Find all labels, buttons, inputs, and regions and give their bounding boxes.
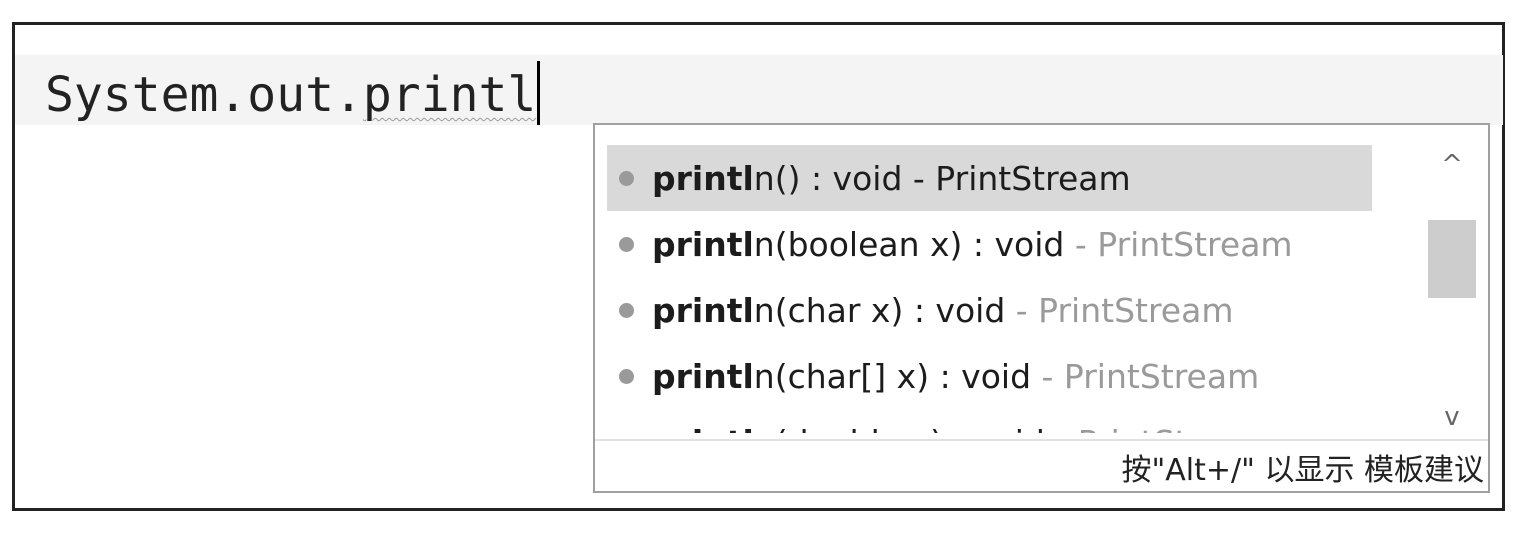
suggestion-match: printl <box>652 158 754 198</box>
scroll-down-arrow-icon[interactable]: v <box>1444 402 1460 432</box>
suggestion-qualifier: - PrintStream <box>912 158 1131 198</box>
code-prefix: System.out. <box>45 67 363 123</box>
suggestion-match: printl <box>652 224 754 264</box>
popup-status-bar: 按"Alt+/" 以显示 模板建议 <box>595 439 1488 491</box>
suggestion-qualifier: - PrintStream <box>1015 290 1234 330</box>
suggestion-match: printl <box>652 290 754 330</box>
method-bullet-icon <box>619 302 634 318</box>
template-hint-text[interactable]: 按"Alt+/" 以显示 模板建议 <box>1121 453 1484 488</box>
suggestion-match: printl <box>652 423 754 434</box>
suggestion-signature: n(char x) : void <box>753 290 1006 330</box>
suggestion-match: printl <box>652 356 754 396</box>
suggestion-qualifier: - PrintStream <box>1055 423 1273 434</box>
text-caret <box>537 61 541 125</box>
suggestion-scrollbar[interactable]: ^ v <box>1428 145 1476 435</box>
suggestion-qualifier: - PrintStream <box>1041 356 1260 396</box>
scroll-up-arrow-icon[interactable]: ^ <box>1441 150 1463 180</box>
scrollbar-thumb[interactable] <box>1428 220 1476 298</box>
method-bullet-icon <box>619 368 634 384</box>
suggestion-qualifier: - PrintStream <box>1074 224 1293 264</box>
suggestion-signature: n(boolean x) : void <box>753 224 1065 264</box>
method-bullet-icon <box>619 170 634 186</box>
method-bullet-icon <box>619 236 634 252</box>
current-line-highlight <box>15 55 1503 125</box>
suggestion-signature: n(double x) : void <box>754 423 1045 434</box>
suggestion-signature: n(char[] x) : void <box>753 356 1032 396</box>
code-typed-word: printl <box>362 67 537 123</box>
code-line-text[interactable]: System.out.printl <box>45 61 541 125</box>
suggestion-signature: n() : void <box>753 158 903 198</box>
